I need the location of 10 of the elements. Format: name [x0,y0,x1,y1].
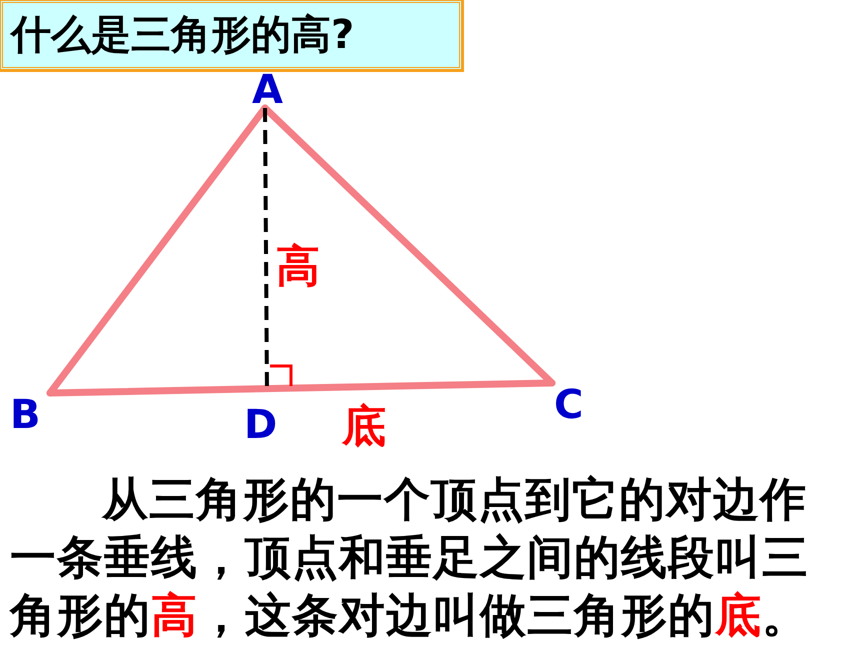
definition-text: 从三角形的一个顶点到它的对边作一条垂线，顶点和垂足之间的线段叫三角形的高，这条对边叫做三角形的底。 [10,471,810,644]
edge-label: 高 [276,244,320,290]
vertex-label: B [10,395,40,435]
triangle-side [46,380,556,396]
vertex-label: C [554,385,584,425]
title-banner: 什么是三角形的高? [0,0,462,70]
vertex-label: D [244,405,278,445]
edge-label: 底 [342,404,386,450]
triangle-side [262,104,556,386]
vertex-label: A [252,70,283,110]
